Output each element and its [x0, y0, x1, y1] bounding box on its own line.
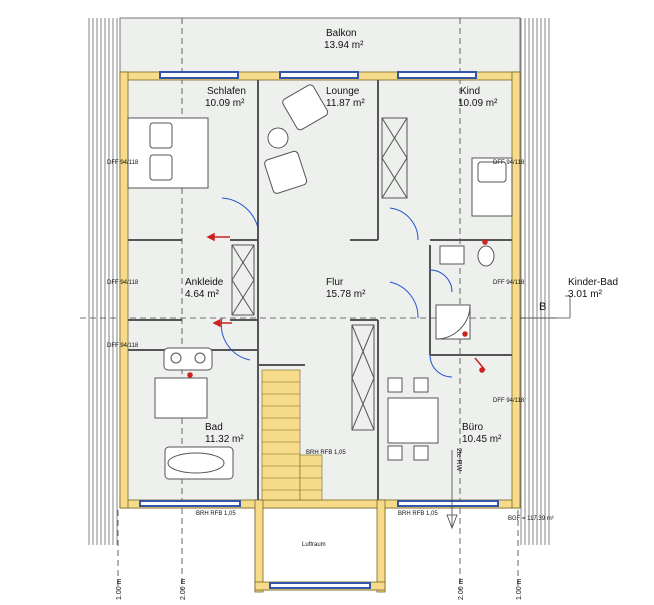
red-markers — [187, 232, 488, 378]
window-label-left-3: DFF 94/118 — [107, 343, 139, 349]
dimension-label-2: 2.00 m — [180, 578, 187, 600]
doors — [220, 197, 453, 378]
dimension-label-1: 1.00 m — [116, 578, 123, 600]
annotations: BRH RFB 1,05 BRH RFB 1,05 BRH RFB 1,05 L… — [196, 301, 554, 548]
dimension-labels: 1.00 m 2.00 m 2.00 m 1.00 m — [116, 578, 523, 600]
room-name-balkon: Balkon — [326, 28, 357, 39]
section-mark-b: B — [539, 301, 546, 313]
brh-right-label: BRH RFB 1,05 — [398, 511, 438, 517]
room-name-lounge: Lounge — [326, 86, 360, 97]
window-labels: DFF 94/118 DFF 94/118 DFF 94/118 DFF 94/… — [107, 160, 525, 404]
window-label-right-1: DFF 94/118 — [493, 160, 525, 166]
section-marker — [520, 295, 571, 319]
side-table — [267, 127, 289, 149]
room-name-bad: Bad — [205, 422, 223, 433]
grid-lines — [80, 18, 560, 590]
bottom-windows — [139, 500, 499, 589]
wardrobes — [231, 117, 408, 431]
room-area-kind: 10.09 m² — [458, 98, 498, 109]
window-label-right-3: DFF 94/118 — [493, 398, 525, 404]
window-label-left-2: DFF 94/118 — [107, 280, 139, 286]
room-area-schlafen: 10.09 m² — [205, 98, 245, 109]
room-area-balkon: 13.94 m² — [324, 40, 364, 51]
room-area-buero: 10.45 m² — [462, 434, 502, 445]
room-name-schlafen: Schlafen — [207, 86, 246, 97]
roof-right — [520, 18, 552, 545]
room-labels: Balkon 13.94 m² Schlafen 10.09 m² Lounge… — [185, 28, 618, 445]
armchair-1 — [264, 150, 308, 194]
room-name-buero: Büro — [462, 422, 484, 433]
room-area-flur: 15.78 m² — [326, 289, 366, 300]
room-name-ankleide: Ankleide — [185, 277, 224, 288]
room-name-kinder-bad: Kinder-Bad — [568, 277, 618, 288]
staircase — [261, 369, 323, 501]
stair-treads — [262, 381, 322, 491]
luftraum-area — [254, 507, 386, 591]
window-label-right-2: DFF 94/118 — [493, 280, 525, 286]
interior-walls — [128, 80, 512, 500]
brh-stair-label: BRH RFB 1,05 — [306, 450, 346, 456]
stair-direction-label: 2te RW — [455, 448, 462, 472]
dimension-label-3: 2.00 m — [458, 578, 465, 600]
balcony-windows — [159, 71, 477, 79]
room-area-lounge: 11.87 m² — [326, 98, 365, 109]
desk — [387, 397, 439, 444]
room-area-ankleide: 4.64 m² — [185, 289, 220, 300]
furniture — [127, 84, 513, 480]
bath-counter — [154, 377, 208, 419]
bgf-label: BGF = 117.39 m² — [508, 516, 554, 522]
room-area-bad: 11.32 m² — [205, 434, 244, 445]
roof-left — [88, 18, 120, 545]
stair-arrow — [446, 450, 458, 530]
luftraum-label: Luftraum — [302, 542, 326, 548]
room-name-flur: Flur — [326, 277, 344, 288]
dimension-label-4: 1.00 m — [516, 578, 523, 600]
armchair-2 — [282, 84, 329, 131]
window-label-left-1: DFF 94/118 — [107, 160, 139, 166]
room-area-kinder-bad: 3.01 m² — [568, 289, 603, 300]
brh-left-label: BRH RFB 1,05 — [196, 511, 236, 517]
room-name-kind: Kind — [460, 86, 480, 97]
